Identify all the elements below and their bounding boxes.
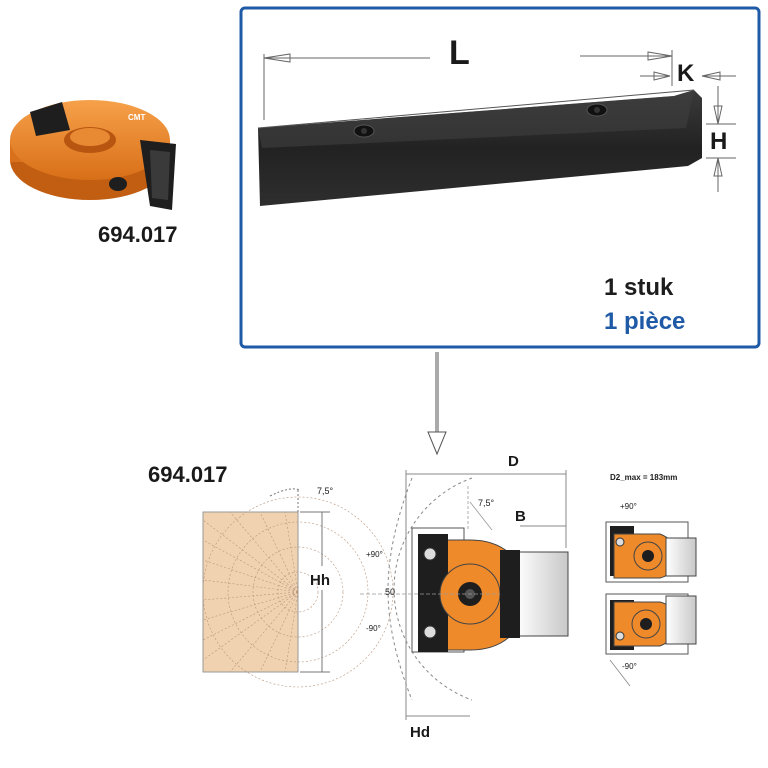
knife-frame [239, 6, 761, 349]
hh-label: Hh [310, 572, 330, 589]
small-head-top [605, 521, 697, 583]
b-label: B [515, 508, 526, 525]
quantity-dutch: 1 stuk [604, 274, 674, 301]
cutter-head-photo: CMT [10, 100, 176, 210]
knife-photo [257, 89, 702, 206]
diameter-label: D [508, 453, 519, 470]
h-dimension [706, 86, 736, 192]
product-code-bottom: 694.017 [148, 462, 228, 487]
small-head-bottom [605, 593, 697, 687]
minus-90-label: -90° [366, 624, 381, 633]
wood-profile [202, 496, 394, 688]
hh-dimension [269, 488, 330, 673]
d2-max-label: D2_max = 183mm [610, 473, 678, 482]
length-dimension [263, 50, 673, 120]
plus-90-label: +90° [366, 550, 383, 559]
k-label: K [677, 60, 695, 87]
hd-label: Hd [410, 724, 430, 741]
angle-right-label: 7,5° [478, 498, 495, 508]
height-label: H [710, 128, 728, 155]
small-plus-90-label: +90° [620, 502, 637, 511]
product-code-top: 694.017 [98, 222, 178, 247]
down-arrow-icon [427, 352, 447, 456]
brand-logo: CMT [128, 113, 145, 122]
length-label: L [449, 34, 470, 72]
cutter-section [360, 470, 569, 720]
quantity-french: 1 pièce [604, 308, 686, 335]
center-value-label: 50 [385, 587, 396, 597]
small-minus-90-label: -90° [622, 662, 637, 671]
k-dimension [640, 71, 736, 81]
angle-left-label: 7,5° [317, 486, 334, 496]
